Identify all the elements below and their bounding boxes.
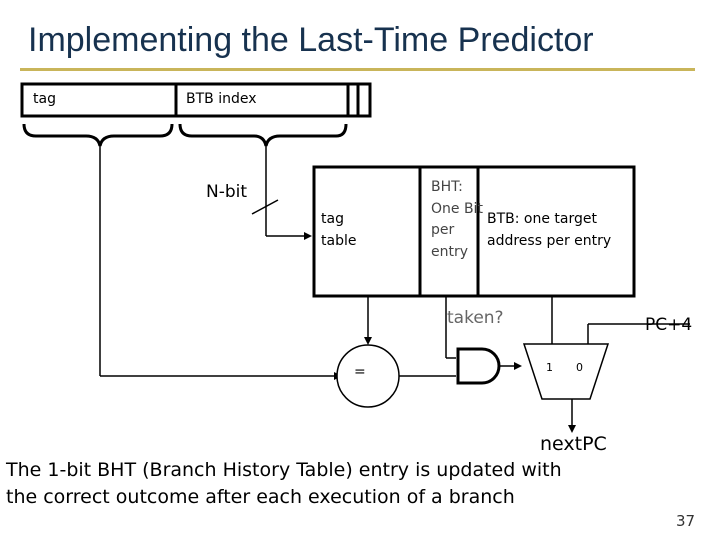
nbit-slash <box>251 199 279 215</box>
pc-tag-label: tag <box>33 91 56 107</box>
mux-input-1-label: 1 <box>546 361 553 374</box>
index-arrowhead <box>304 232 312 240</box>
tables-box <box>312 165 636 298</box>
and-gate <box>456 347 501 385</box>
title-rule <box>20 68 695 71</box>
pc4-label: PC+4 <box>645 315 693 335</box>
pc-register <box>20 82 372 118</box>
taken-label: taken? <box>447 308 504 328</box>
mux-input-0-label: 0 <box>576 361 583 374</box>
bht-label: BHT: One Bit per entry <box>431 179 483 260</box>
tag-brace <box>22 123 174 147</box>
compare-label: = <box>354 364 366 380</box>
tag-table-label-line2: table <box>321 233 357 249</box>
nbit-label: N-bit <box>206 182 248 202</box>
comparator <box>336 344 400 408</box>
tag-table-arrowhead <box>364 337 372 345</box>
btb-label-line1: BTB: one target <box>487 211 597 227</box>
index-brace <box>178 123 348 147</box>
btb-label-line2: address per entry <box>487 233 612 249</box>
mux <box>522 343 610 400</box>
mux-output-arrowhead <box>568 425 576 433</box>
caption-line-1: The 1-bit BHT (Branch History Table) ent… <box>6 459 562 481</box>
slide-title: Implementing the Last-Time Predictor <box>28 21 594 59</box>
next-pc-label: nextPC <box>540 433 607 455</box>
caption-line-2: the correct outcome after each execution… <box>6 486 515 508</box>
and-output-arrowhead <box>514 362 522 370</box>
pc-index-label: BTB index <box>186 91 257 107</box>
tag-table-label-line1: tag <box>321 211 344 227</box>
slide-number: 37 <box>676 512 696 530</box>
